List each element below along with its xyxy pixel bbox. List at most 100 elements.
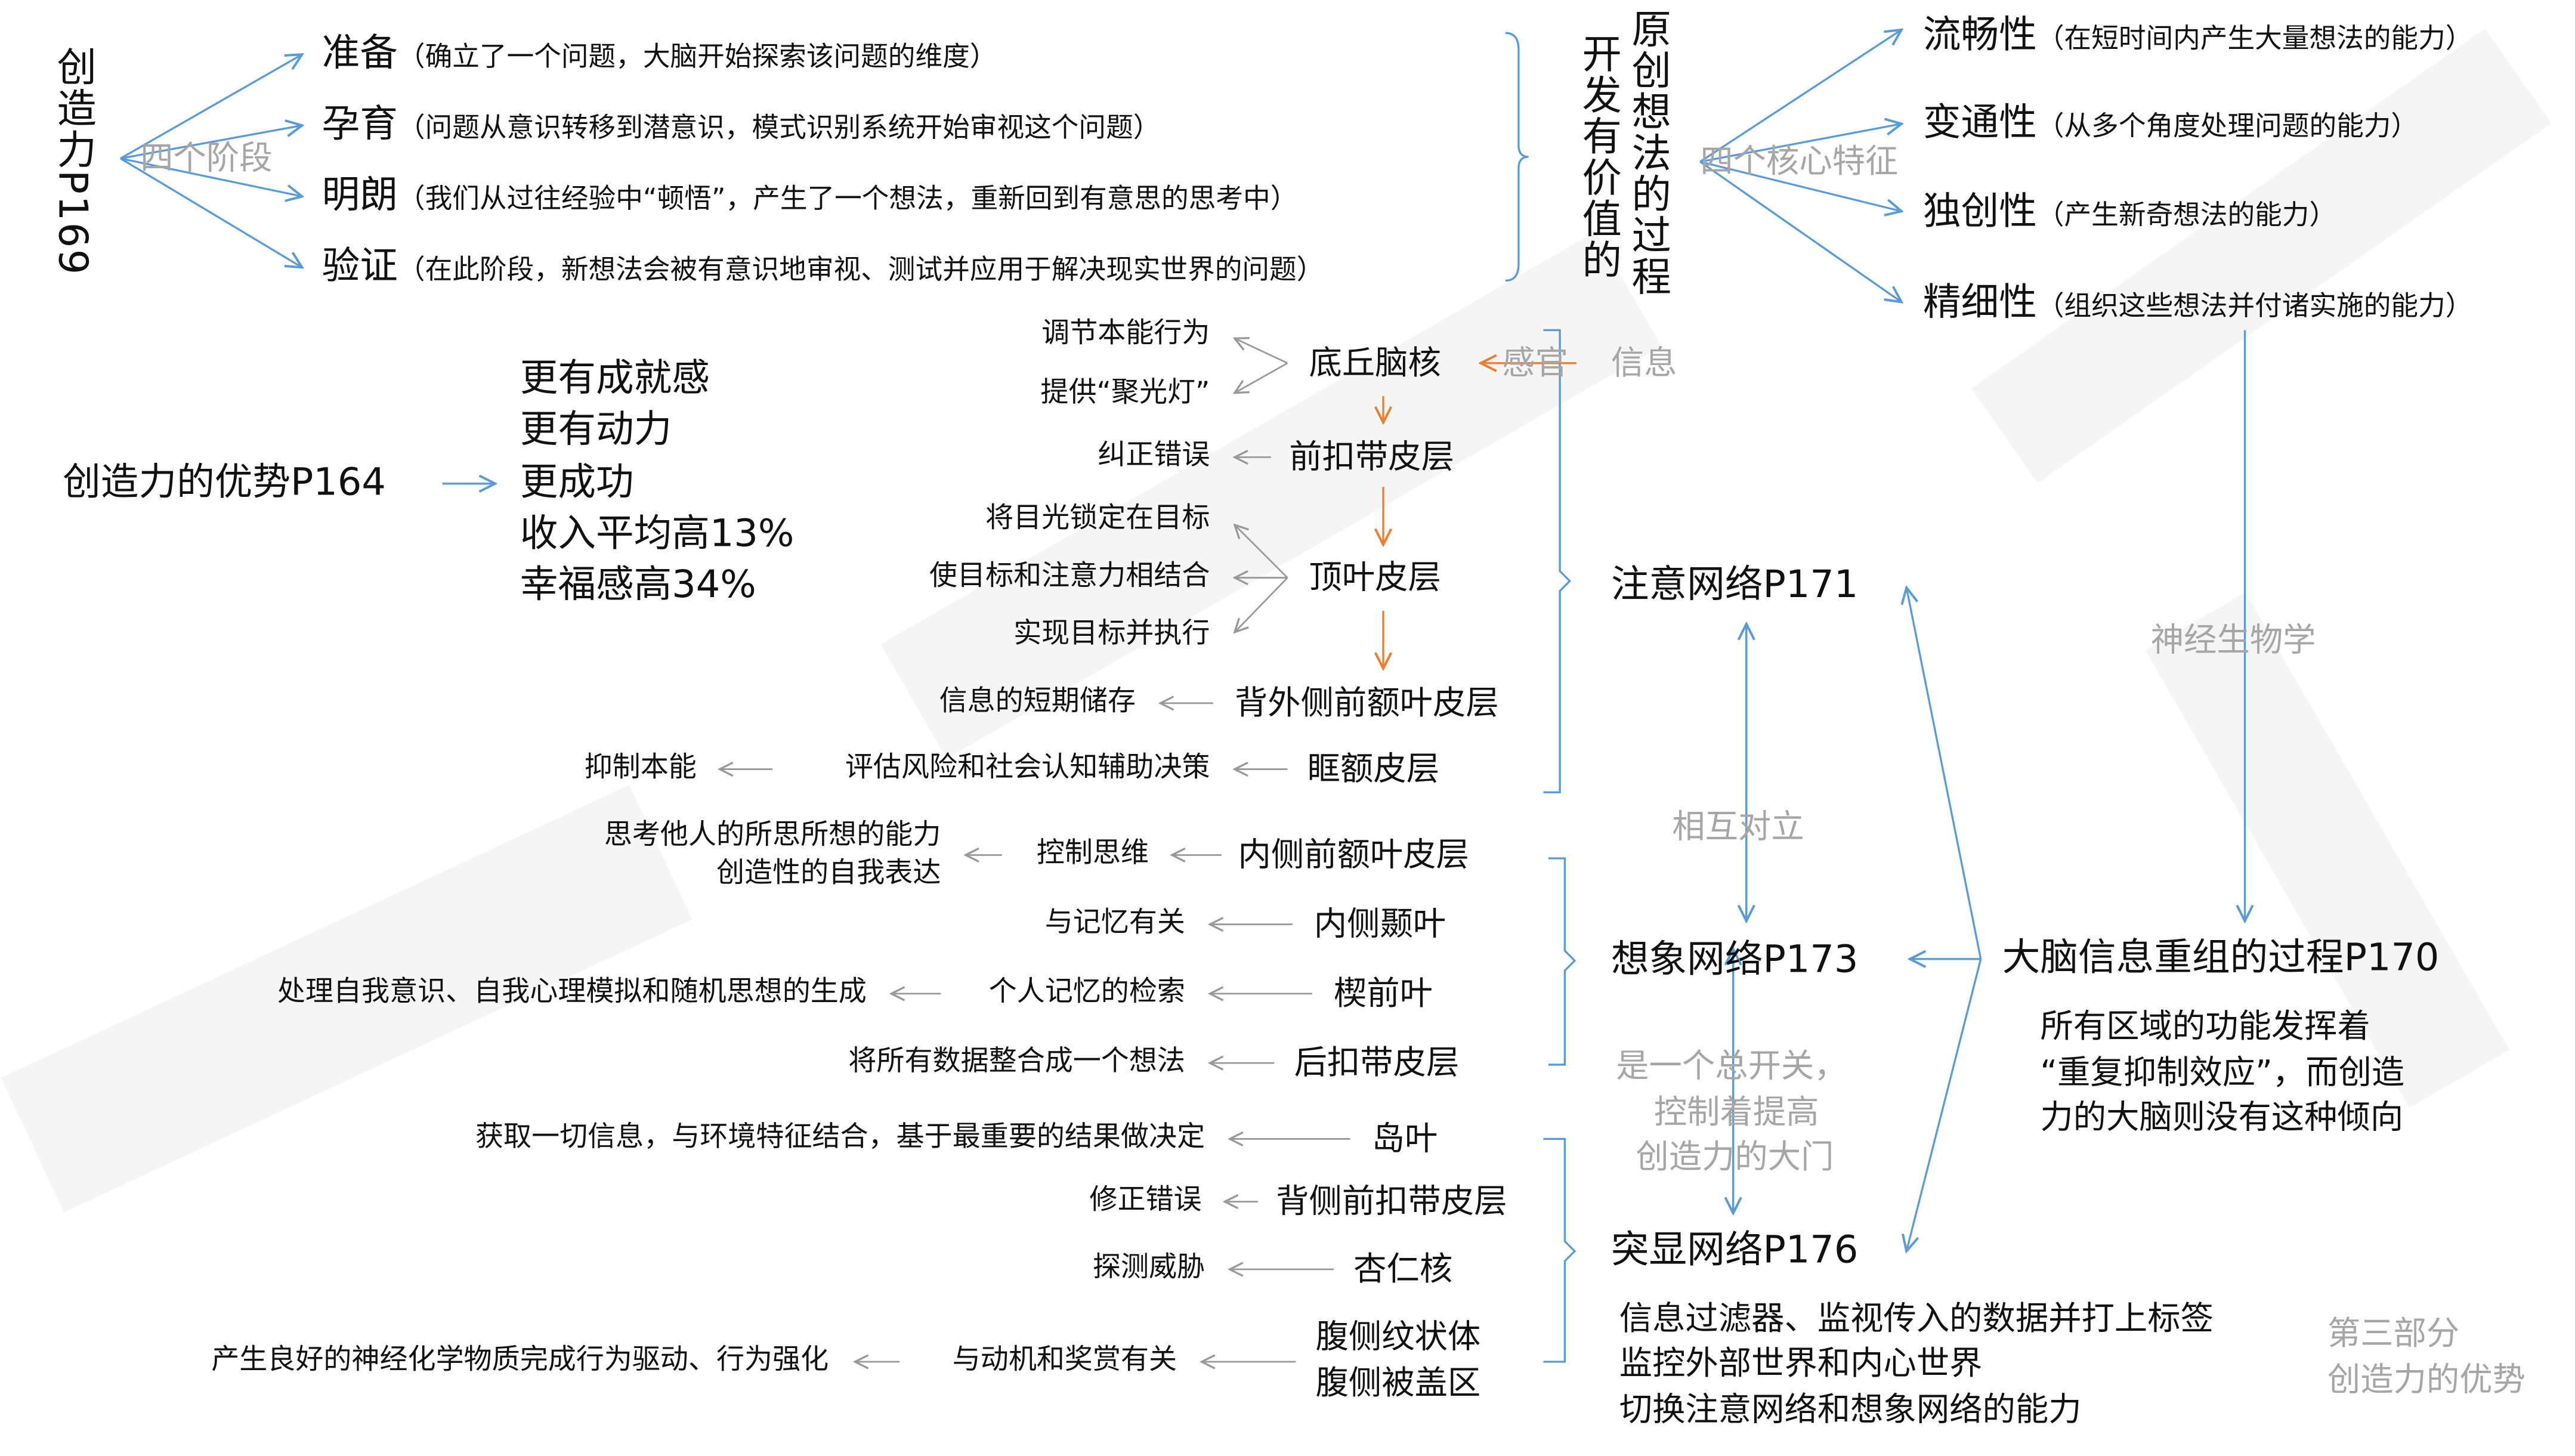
- brain-region: 前扣带皮层: [1289, 436, 1454, 477]
- arrow: [1235, 577, 1288, 632]
- bracket: [1505, 32, 1529, 282]
- function-text: 修正错误: [1089, 1183, 1202, 1217]
- network-title: 注意网络P171: [1610, 564, 1859, 607]
- network-title: 想象网络P173: [1610, 938, 1859, 982]
- trait-item: 精细性（组织这些想法并付诸实施的能力）: [1923, 282, 2473, 326]
- arrow: [120, 125, 302, 160]
- stage-desc: （问题从意识转移到潜意识，模式识别系统开始审视这个问题）: [397, 112, 1161, 144]
- bracket: [1543, 329, 1572, 793]
- stages-root: 创造力P169: [50, 46, 96, 276]
- function-text: 将所有数据整合成一个想法: [848, 1045, 1185, 1078]
- advantage-item: 更有动力: [520, 409, 672, 452]
- stage-desc: （确立了一个问题，大脑开始探索该问题的维度）: [397, 41, 997, 73]
- arrow: [120, 157, 302, 268]
- stage-item: 明朗（我们从过往经验中“顿悟”，产生了一个想法，重新回到有意思的思考中）: [322, 175, 1298, 218]
- trait-item: 流畅性（在短时间内产生大量想法的能力）: [1923, 14, 2473, 58]
- function-text: 控制思维: [1036, 837, 1149, 870]
- advantage-item: 收入平均高13%: [520, 513, 795, 556]
- trait-name: 流畅性: [1922, 14, 2037, 58]
- advantage-item: 幸福感高34%: [520, 564, 756, 607]
- brain-region: 背侧前扣带皮层: [1276, 1181, 1507, 1221]
- function-text: 产生良好的神经化学物质完成行为驱动、行为强化: [211, 1344, 829, 1377]
- traits-label: 四个核心特征: [1700, 141, 1899, 181]
- arrow: [1699, 160, 1902, 211]
- trait-desc: （产生新奇想法的能力）: [2036, 199, 2337, 231]
- oppose-label: 相互对立: [1672, 806, 1804, 846]
- brain-region: 楔前叶: [1333, 973, 1433, 1013]
- stage-desc: （我们从过往经验中“顿悟”，产生了一个想法，重新回到有意思的思考中）: [397, 183, 1298, 215]
- neuro-label: 神经生物学: [2150, 620, 2316, 660]
- salience-desc: 监控外部世界和内心世界: [1619, 1343, 1983, 1383]
- reorg-desc: 力的大脑则没有这种倾向: [2040, 1096, 2404, 1137]
- brain-region: 顶叶皮层: [1309, 557, 1441, 597]
- function-text: 纠正错误: [1098, 439, 1210, 473]
- brain-region: 腹侧纹状体: [1315, 1316, 1481, 1356]
- advantages-root: 创造力的优势P164: [63, 462, 386, 505]
- sense-label: 感官: [1502, 342, 1568, 382]
- function-text: 实现目标并执行: [1013, 617, 1210, 651]
- bracket: [1543, 1137, 1576, 1363]
- brain-region: 底丘脑核: [1309, 342, 1441, 382]
- function-text: 使目标和注意力相结合: [929, 559, 1210, 593]
- advantage-item: 更有成就感: [520, 357, 710, 401]
- function-text: 与动机和奖赏有关: [952, 1344, 1177, 1377]
- brain-region: 后扣带皮层: [1294, 1042, 1460, 1082]
- function-text: 将目光锁定在目标: [985, 502, 1210, 536]
- function-text: 与记忆有关: [1044, 906, 1185, 940]
- arrow: [1906, 959, 1982, 1251]
- section-label: 创造力的优势: [2327, 1359, 2525, 1399]
- stage-desc: （在此阶段，新想法会被有意识地审视、测试并应用于解决现实世界的问题）: [397, 254, 1324, 286]
- switch-label: 创造力的大门: [1636, 1136, 1834, 1176]
- trait-item: 变通性（从多个角度处理问题的能力）: [1923, 102, 2418, 146]
- arrow: [1235, 525, 1288, 579]
- function-text: 调节本能行为: [1041, 317, 1210, 351]
- salience-desc: 信息过滤器、监视传入的数据并打上标签: [1619, 1298, 2214, 1338]
- function-text: 创造性的自我表达: [716, 857, 941, 891]
- stage-name: 明朗: [322, 174, 398, 218]
- stage-name: 验证: [322, 245, 398, 289]
- brain-region: 腹侧被盖区: [1315, 1362, 1481, 1402]
- arrow: [120, 157, 302, 197]
- reorg-desc: 所有区域的功能发挥着: [2040, 1006, 2370, 1046]
- stage-name: 准备: [322, 32, 398, 76]
- arrow: [1906, 588, 1982, 960]
- stages-label: 四个阶段: [140, 138, 273, 178]
- trait-name: 精细性: [1922, 282, 2037, 325]
- switch-label: 控制着提高: [1653, 1092, 1819, 1132]
- switch-label: 是一个总开关，: [1616, 1046, 1847, 1086]
- arrow: [1235, 362, 1288, 393]
- stage-name: 孕育: [322, 103, 398, 147]
- function-text: 探测威胁: [1092, 1251, 1205, 1285]
- reorg-desc: “重复抑制效应”，而创造: [2040, 1052, 2405, 1092]
- function-text: 思考他人的所思所想的能力: [604, 819, 941, 852]
- brain-region: 内侧前额叶皮层: [1238, 834, 1469, 874]
- function-text: 提供“聚光灯”: [1040, 376, 1210, 410]
- brain-region: 眶额皮层: [1307, 748, 1440, 789]
- trait-desc: （从多个角度处理问题的能力）: [2036, 110, 2419, 142]
- arrow: [1700, 124, 1902, 163]
- function-text: 处理自我意识、自我心理模拟和随机思想的生成: [277, 976, 867, 1009]
- brain-region: 背外侧前额叶皮层: [1234, 682, 1499, 722]
- advantage-item: 更成功: [520, 462, 634, 505]
- trait-item: 独创性（产生新奇想法的能力）: [1923, 191, 2336, 234]
- brain-region: 内侧颞叶: [1313, 904, 1446, 944]
- trait-name: 变通性: [1922, 101, 2037, 145]
- stage-item: 准备（确立了一个问题，大脑开始探索该问题的维度）: [322, 33, 997, 76]
- salience-desc: 切换注意网络和想象网络的能力: [1619, 1389, 2082, 1429]
- section-label: 第三部分: [2327, 1313, 2460, 1353]
- stage-item: 孕育（问题从意识转移到潜意识，模式识别系统开始审视这个问题）: [322, 104, 1161, 147]
- function-text: 获取一切信息，与环境特征结合，基于最重要的结果做决定: [475, 1121, 1205, 1154]
- network-title: 突显网络P176: [1610, 1229, 1859, 1272]
- trait-desc: （在短时间内产生大量想法的能力）: [2036, 23, 2473, 54]
- trait-name: 独创性: [1922, 191, 2037, 234]
- trait-desc: （组织这些想法并付诸实施的能力）: [2036, 290, 2473, 322]
- function-text: 评估风险和社会认知辅助决策: [845, 751, 1210, 785]
- arrow: [1699, 160, 1902, 302]
- process-col2: 原创想法的过程: [1624, 8, 1671, 298]
- reorg-title: 大脑信息重组的过程P170: [2002, 937, 2440, 981]
- arrow: [1235, 338, 1288, 364]
- function-text: 抑制本能: [584, 751, 697, 785]
- info-label: 信息: [1610, 342, 1677, 382]
- function-text: 信息的短期储存: [939, 685, 1136, 719]
